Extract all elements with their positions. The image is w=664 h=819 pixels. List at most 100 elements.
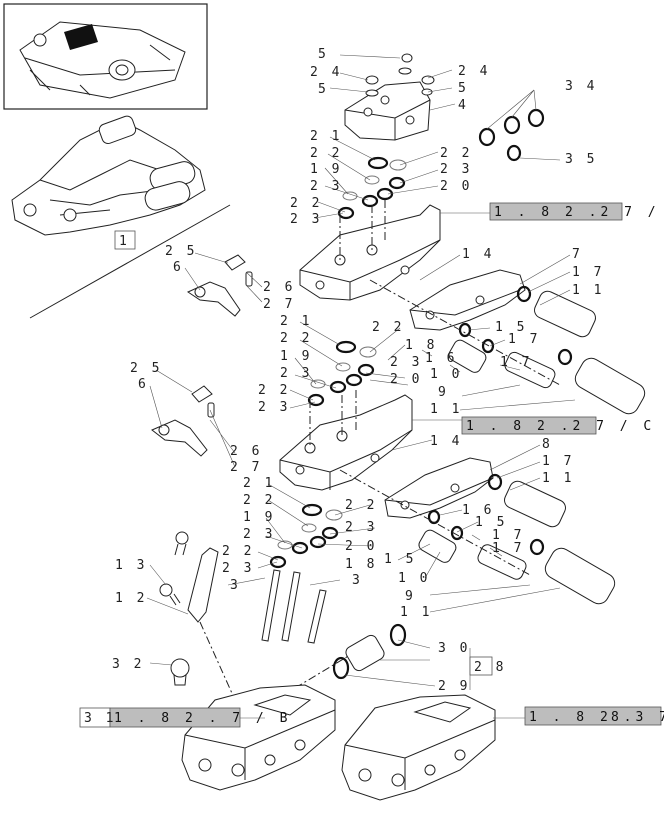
- callout-24: 2 4: [310, 65, 342, 80]
- callout-23: 2 3: [280, 366, 312, 381]
- callout-4: 4: [458, 98, 469, 113]
- callout-21: 2 1: [310, 129, 342, 144]
- callout-22: 2 2: [310, 146, 342, 161]
- leader-lines: [146, 54, 576, 719]
- callout-23: 2 3: [345, 520, 377, 535]
- lower-lever: [151, 385, 215, 457]
- callout-13: 1 3: [115, 558, 147, 573]
- reference-code-4: 1 . 8 2 .3 7 / D: [529, 710, 664, 725]
- callout-34: 3 4: [565, 79, 597, 94]
- callout-23: 2 3: [258, 400, 290, 415]
- callout-9: 9: [405, 589, 416, 604]
- location-thumbnail: [3, 3, 208, 110]
- callout-23: 2 3: [390, 355, 422, 370]
- callout-6: 6: [173, 260, 184, 275]
- reference-box-4: 1 . 8 2 .3 7 / D 8: [524, 706, 664, 726]
- callout-20: 2 0: [390, 372, 422, 387]
- callout-14: 1 4: [462, 247, 494, 262]
- callout-3: 3: [230, 578, 241, 593]
- callout-9: 9: [438, 385, 449, 400]
- callout-26: 2 6: [230, 444, 262, 459]
- callout-30: 3 0: [438, 641, 470, 656]
- callout-3: 3: [352, 573, 363, 588]
- reference-box-2: 1 . 8 2 .2 7 / C: [461, 416, 655, 435]
- reference-code-4-overlay: 8: [611, 710, 623, 725]
- callout-11: 1 1: [542, 471, 574, 486]
- callout-1: 1: [119, 234, 130, 249]
- reference-box-3: 1 . 8 2 . 7 / B: [79, 707, 291, 728]
- callout-17: 1 7: [492, 528, 524, 543]
- callout-22: 2 2: [440, 146, 472, 161]
- callout-17: 1 7: [508, 332, 540, 347]
- callout-28: 2 8: [474, 660, 506, 675]
- callout-23: 2 3: [243, 527, 275, 542]
- upper-manifold: [409, 269, 646, 415]
- callout-17: 1 7: [572, 265, 604, 280]
- callout-20: 2 0: [345, 539, 377, 554]
- callout-19: 1 9: [243, 510, 275, 525]
- side-plate-and-screws: [159, 531, 219, 686]
- callout-11: 1 1: [430, 402, 462, 417]
- callout-11: 1 1: [400, 605, 432, 620]
- callout-22: 2 2: [222, 544, 254, 559]
- callout-22: 2 2: [290, 196, 322, 211]
- callout-25: 2 5: [130, 361, 162, 376]
- callout-16: 1 6: [462, 503, 494, 518]
- callout-15: 1 5: [384, 552, 416, 567]
- lower-valve-body: [279, 394, 413, 491]
- callout-23: 2 3: [440, 162, 472, 177]
- callout-24: 2 4: [458, 64, 490, 79]
- callout-27: 2 7: [230, 460, 262, 475]
- callout-18: 1 8: [345, 557, 377, 572]
- callout-14: 1 4: [430, 434, 462, 449]
- base-block-right: [341, 694, 496, 801]
- callout-25: 2 5: [165, 244, 197, 259]
- callout-21: 2 1: [280, 314, 312, 329]
- callout-7: 7: [572, 247, 583, 262]
- callout-31: 3 1: [84, 711, 116, 726]
- callout-22: 2 2: [258, 383, 290, 398]
- callout-22: 2 2: [243, 493, 275, 508]
- reference-code-3: 1 . 8 2 . 7 / B: [114, 711, 291, 726]
- reference-box-1: 1 . 8 2 .2 7 / C: [489, 202, 664, 221]
- callout-5: 5: [318, 82, 329, 97]
- upper-lever: [186, 254, 253, 317]
- callout-11: 1 1: [572, 283, 604, 298]
- callout-17: 1 7: [492, 541, 524, 556]
- callout-23: 2 3: [310, 179, 342, 194]
- callout-17: 1 7: [500, 355, 532, 370]
- callout-8: 8: [542, 437, 553, 452]
- callout-12: 1 2: [115, 591, 147, 606]
- callout-10: 1 0: [430, 367, 462, 382]
- top-cover: [344, 53, 435, 141]
- tie-rods: [261, 569, 327, 644]
- callout-16: 1 6: [425, 351, 457, 366]
- upper-valve-body: [299, 204, 441, 301]
- callout-27: 2 7: [263, 297, 295, 312]
- callout-35: 3 5: [565, 152, 597, 167]
- lower-manifold: [384, 457, 616, 605]
- callout-10: 1 0: [398, 571, 430, 586]
- callout-19: 1 9: [310, 162, 342, 177]
- callout-29: 2 9: [438, 679, 470, 694]
- callout-15: 1 5: [475, 515, 507, 530]
- callout-17: 1 7: [542, 454, 574, 469]
- assembled-valve-illustration: [11, 115, 231, 319]
- callout-22: 2 2: [345, 498, 377, 513]
- callout-labels: 5 2 4 5 2 4 5 4 3 4 3 5 2 1 2 2 1 9 2 3 …: [112, 47, 604, 694]
- callout-23: 2 3: [290, 212, 322, 227]
- callout-15: 1 5: [495, 320, 527, 335]
- fitting-assembly: [332, 623, 407, 680]
- callout-19: 1 9: [280, 349, 312, 364]
- callout-22: 2 2: [280, 331, 312, 346]
- callout-6: 6: [138, 377, 149, 392]
- reference-code-2: 1 . 8 2 .2 7 / C: [466, 419, 655, 434]
- callout-18: 1 8: [405, 338, 437, 353]
- callout-21: 2 1: [243, 476, 275, 491]
- callout-26: 2 6: [263, 280, 295, 295]
- callout-5: 5: [318, 47, 329, 62]
- callout-20: 2 0: [440, 179, 472, 194]
- callout-5: 5: [458, 81, 469, 96]
- callout-23: 2 3: [222, 561, 254, 576]
